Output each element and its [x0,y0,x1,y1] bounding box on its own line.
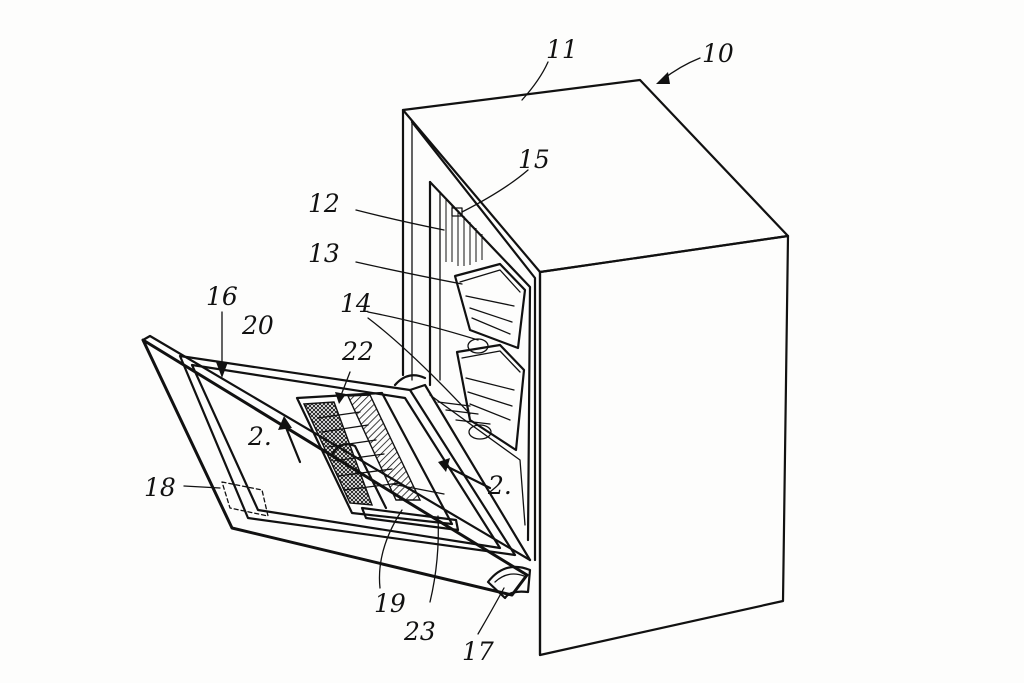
leader-14a [367,311,479,341]
door-lower-rail [360,506,460,532]
upper-storage-bin [453,262,527,350]
leader-14b [367,317,471,415]
label-14: 14 [340,289,372,318]
cabinet [393,78,790,657]
label-22: 22 [341,337,374,366]
section-arrow-left [283,423,302,464]
leader-23 [429,515,439,603]
cabinet-top-face [401,78,790,274]
label-10: 10 [702,39,734,68]
bin-support-upper [467,338,489,354]
section-label-left: 2. [247,422,272,451]
door-shelf-frame [295,391,454,526]
reference-labels: 10 11 12 13 14 15 16 17 18 19 20 22 23 2… [144,35,734,666]
label-23: 23 [403,617,436,646]
door [141,334,532,597]
label-16: 16 [206,282,238,311]
label-15: 15 [518,145,550,174]
door-shelf-assembly [295,391,460,532]
label-13: 13 [308,239,340,268]
cabinet-opening-edge [428,180,532,542]
leader-13 [355,261,463,285]
leader-lines [183,57,701,635]
section-label-right: 2. [487,471,512,500]
leader-12 [355,209,445,231]
leader-17 [477,587,505,635]
bin-support-lower [468,424,492,440]
label-12: 12 [308,189,340,218]
door-latch-dashed [221,481,269,517]
leader-19 [378,509,403,589]
leader-18 [183,485,221,489]
upper-hinge [393,374,427,387]
door-inner-frame [178,354,517,557]
cabinet-side-face [538,234,790,657]
leader-11 [521,61,549,101]
label-17: 17 [462,637,494,666]
door-shelf-handle [330,443,388,510]
lower-storage-bin [455,343,526,452]
door-liner-panel [190,363,502,550]
leader-15 [461,169,529,213]
section-arrow-right [444,464,492,490]
label-11: 11 [546,35,578,64]
label-20: 20 [241,311,274,340]
label-18: 18 [144,473,176,502]
label-19: 19 [374,589,406,618]
cabinet-front-rim [410,120,537,562]
